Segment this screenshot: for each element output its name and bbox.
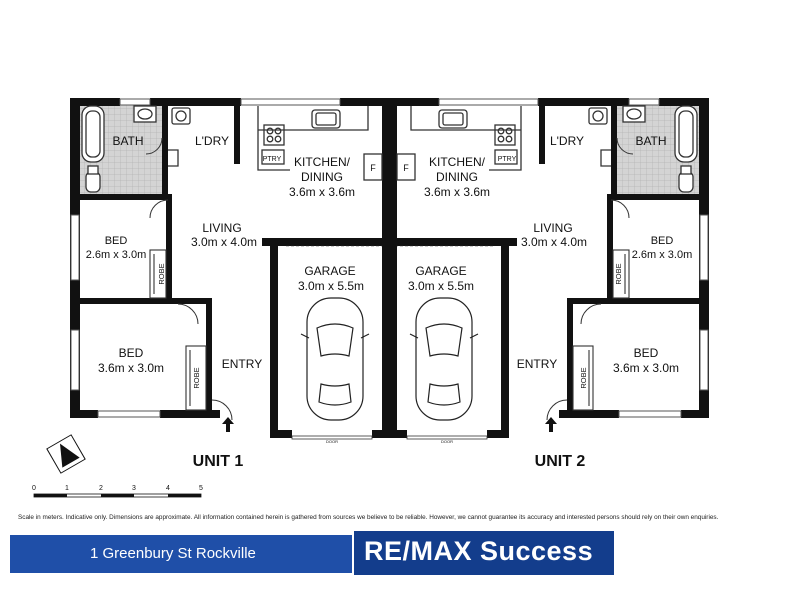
bed2-dim: 3.6m x 3.0m <box>613 361 679 375</box>
unit-1-windows <box>70 98 341 418</box>
unit-1-door-swings <box>145 137 233 421</box>
garage-label: GARAGE <box>304 264 355 278</box>
living-label: LIVING <box>202 221 241 235</box>
scale-tick-3: 3 <box>132 485 136 492</box>
unit-2-kitchen-bench <box>396 106 522 181</box>
garage-door-label: DOOR <box>326 439 338 444</box>
pantry-label: PTRY <box>498 156 517 163</box>
unit-2-bath-fixtures <box>622 105 698 193</box>
unit-1-garage <box>286 245 382 440</box>
garage-door-label: DOOR <box>441 439 453 444</box>
fridge-label: F <box>403 163 409 173</box>
pantry-label: PTRY <box>263 156 282 163</box>
scale-tick-5: 5 <box>199 485 203 492</box>
garage-label: GARAGE <box>415 264 466 278</box>
living-label: LIVING <box>533 221 572 235</box>
laundry-label: L'DRY <box>550 134 584 148</box>
agency-brand: RE/MAX Success <box>364 536 594 566</box>
compass-icon: N <box>46 434 86 474</box>
bath-label: BATH <box>635 134 666 148</box>
unit-1-plan <box>70 98 390 440</box>
laundry-label: L'DRY <box>195 134 229 148</box>
unit-2-windows <box>438 98 709 418</box>
unit-1-robes <box>149 249 207 411</box>
robe1-label: ROBE <box>157 263 166 284</box>
robe1-label: ROBE <box>614 263 623 284</box>
living-dim: 3.0m x 4.0m <box>521 235 587 249</box>
unit-1-laundry <box>168 107 191 167</box>
kitchen-label-2: DINING <box>436 170 478 184</box>
disclaimer-text: Scale in meters. Indicative only. Dimens… <box>18 514 719 521</box>
agency-logo: RE/MAX Success <box>352 531 614 575</box>
unit-2-title: UNIT 2 <box>535 453 586 470</box>
scale-bar: 0 1 2 3 4 5 <box>32 485 203 498</box>
robe2-label: ROBE <box>579 367 588 388</box>
unit-2-labels: BATH L'DRY PTRY F KITCHEN/ DINING 3.6m x… <box>403 134 692 470</box>
bed2-dim: 3.6m x 3.0m <box>98 361 164 375</box>
bed2-label: BED <box>634 346 659 360</box>
unit-1-bath-fixtures <box>81 105 157 193</box>
bed1-dim: 2.6m x 3.0m <box>86 249 147 261</box>
kitchen-dim: 3.6m x 3.6m <box>289 185 355 199</box>
bed1-dim: 2.6m x 3.0m <box>632 249 693 261</box>
fridge-label: F <box>370 163 376 173</box>
scale-tick-0: 0 <box>32 485 36 492</box>
kitchen-label-2: DINING <box>301 170 343 184</box>
kitchen-dim: 3.6m x 3.6m <box>424 185 490 199</box>
entry-label: ENTRY <box>517 357 557 371</box>
unit-2-car <box>409 297 479 421</box>
scale-tick-2: 2 <box>99 485 103 492</box>
unit-1-car <box>300 297 370 421</box>
bed1-label: BED <box>651 235 674 247</box>
unit-2-garage <box>397 245 493 440</box>
bed2-label: BED <box>119 346 144 360</box>
living-dim: 3.0m x 4.0m <box>191 235 257 249</box>
garage-dim: 3.0m x 5.5m <box>298 279 364 293</box>
unit-1-kitchen-bench <box>257 106 383 181</box>
unit-1-entry-arrow <box>222 417 234 432</box>
robe2-label: ROBE <box>192 367 201 388</box>
unit-2-entry-arrow <box>545 417 557 432</box>
garage-dim: 3.0m x 5.5m <box>408 279 474 293</box>
unit-2-plan <box>389 98 709 440</box>
floor-plan: BATH L'DRY PTRY F KITCHEN/ DINING 3.6m x… <box>32 98 709 498</box>
scale-tick-4: 4 <box>166 485 170 492</box>
unit-2-door-swings <box>546 137 634 421</box>
kitchen-label: KITCHEN/ <box>294 155 351 169</box>
scale-tick-1: 1 <box>65 485 69 492</box>
unit-1-labels: BATH L'DRY PTRY F KITCHEN/ DINING 3.6m x… <box>86 134 377 470</box>
unit-2-robes <box>572 249 630 411</box>
entry-label: ENTRY <box>222 357 262 371</box>
property-address: 1 Greenbury St Rockville <box>90 545 256 562</box>
unit-1-title: UNIT 1 <box>193 453 244 470</box>
bath-label: BATH <box>112 134 143 148</box>
kitchen-label: KITCHEN/ <box>429 155 486 169</box>
bed1-label: BED <box>105 235 128 247</box>
unit-2-laundry <box>588 107 611 167</box>
